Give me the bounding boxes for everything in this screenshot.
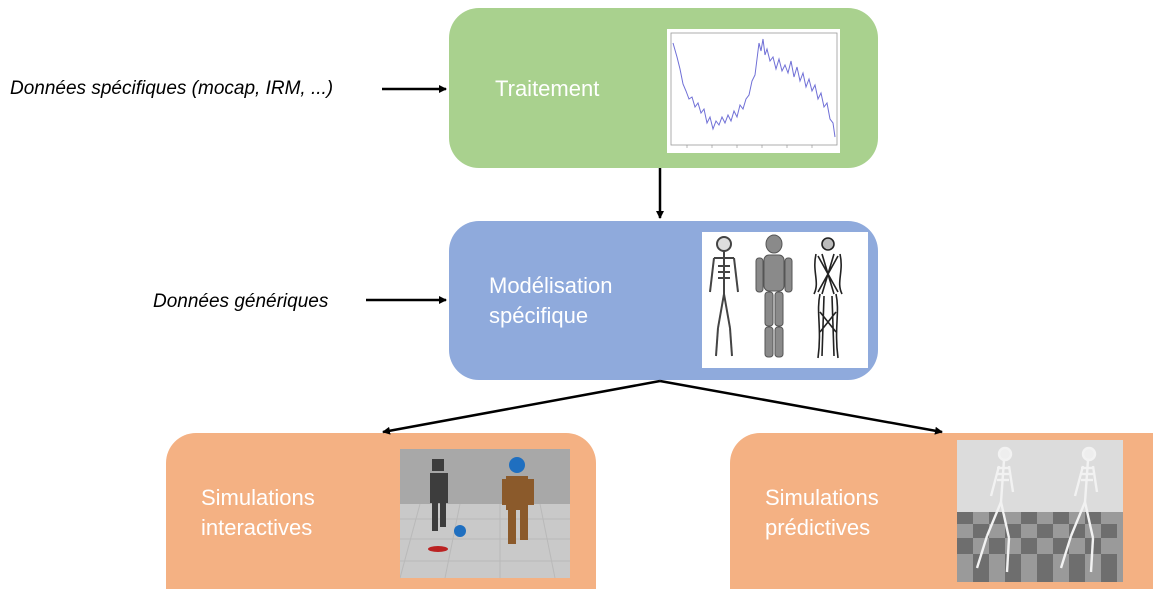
- input-specific-data: Données spécifiques (mocap, IRM, ...): [10, 78, 334, 99]
- arrow-modeling-to-predictive: [659, 379, 943, 435]
- signal-plot-image: [667, 29, 840, 153]
- input-generic-data: Données génériques: [153, 291, 329, 312]
- skeleton-models-image: [702, 232, 868, 368]
- processing-label: Traitement: [495, 76, 600, 101]
- modeling-box: Modélisation spécifique: [449, 221, 878, 380]
- interactive-simulations-box: Simulations interactives: [166, 433, 596, 589]
- arrow-modeling-to-interactive: [382, 379, 661, 435]
- walking-skeletons-image: [957, 440, 1123, 582]
- modeling-label: Modélisation spécifique: [489, 273, 613, 328]
- predictive-simulations-box: Simulations prédictives: [730, 433, 1153, 589]
- avatars-scene-image: [400, 449, 570, 578]
- processing-box: Traitement: [449, 8, 878, 168]
- interactive-simulations-label: Simulations interactives: [201, 485, 315, 540]
- predictive-simulations-label: Simulations prédictives: [765, 485, 879, 540]
